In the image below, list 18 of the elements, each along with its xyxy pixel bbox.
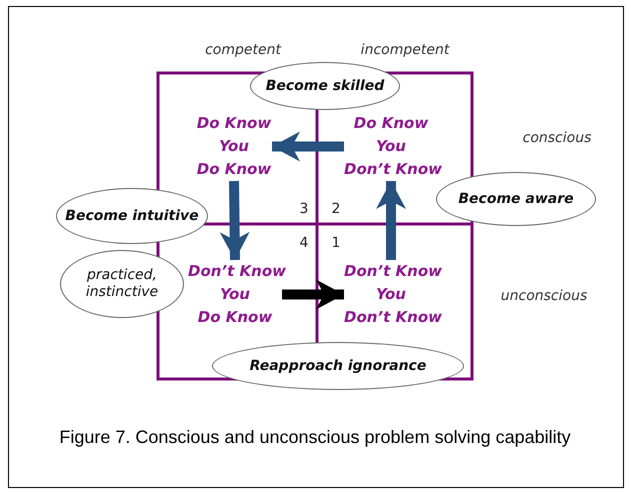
cloud-label: Become skilled bbox=[250, 62, 400, 110]
arrow bbox=[282, 280, 344, 310]
axis-label: incompetent bbox=[360, 42, 450, 58]
cloud-label: practiced, instinctive bbox=[60, 250, 184, 318]
caption: Figure 7. Conscious and unconscious problem solving capability bbox=[58, 426, 572, 449]
cloud-label: Reapproach ignorance bbox=[212, 342, 464, 390]
quadrant-number: 4 bbox=[300, 235, 308, 251]
cloud-label: Become intuitive bbox=[56, 188, 208, 244]
quadrant-number: 3 bbox=[300, 201, 308, 217]
arrow bbox=[272, 132, 344, 162]
axis-label: conscious bbox=[522, 130, 592, 146]
axis-label: competent bbox=[205, 42, 281, 58]
quadrant-number: 2 bbox=[332, 201, 340, 217]
quadrant-number: 1 bbox=[332, 235, 340, 251]
axis-label: unconscious bbox=[500, 288, 588, 304]
quadrant-text: Do Know You Do Know bbox=[196, 112, 272, 181]
arrow bbox=[376, 181, 406, 260]
arrow bbox=[220, 180, 250, 260]
